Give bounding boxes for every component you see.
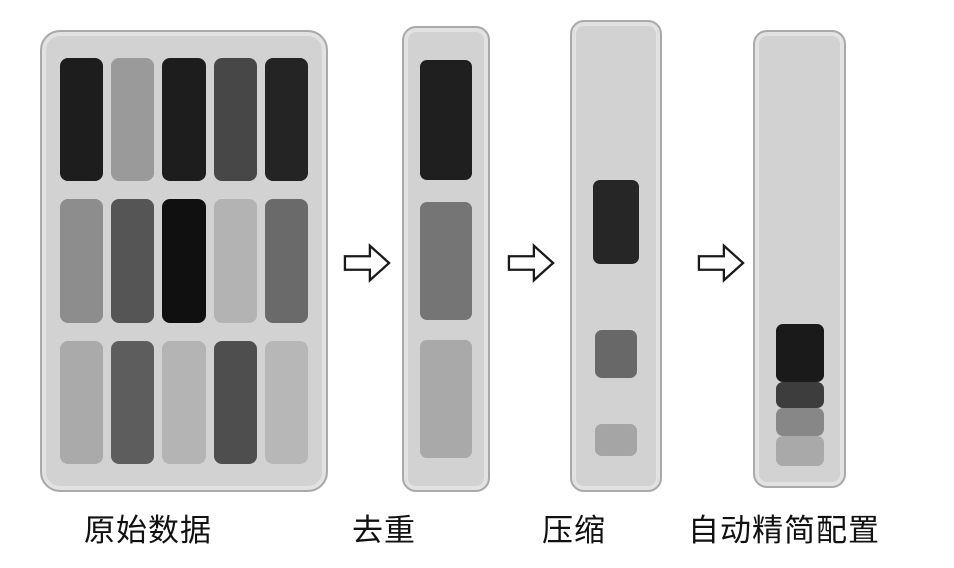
data-block — [420, 202, 472, 320]
data-block — [60, 199, 104, 323]
data-block — [60, 58, 104, 182]
stage-panel-thin-provisioning — [753, 30, 846, 488]
stage-label-original-data: 原始数据 — [84, 513, 212, 548]
stage-blocks-0 — [60, 58, 308, 464]
stage-label-dedup: 去重 — [352, 513, 416, 548]
data-block — [213, 58, 257, 182]
data-block — [420, 60, 472, 180]
data-block — [111, 58, 155, 182]
data-block — [593, 180, 639, 264]
data-block — [420, 340, 472, 458]
data-block — [162, 340, 206, 464]
stage-panel-original-data — [40, 30, 328, 492]
stage-label-compression: 压缩 — [542, 513, 606, 548]
arrow-right-icon — [697, 243, 745, 283]
data-block — [213, 199, 257, 323]
data-block — [111, 340, 155, 464]
arrow-right-icon — [507, 243, 555, 283]
data-block — [264, 199, 308, 323]
stage-blocks-1 — [404, 28, 488, 490]
data-block — [775, 436, 824, 466]
data-block — [162, 199, 206, 323]
stage-panel-compression — [570, 20, 662, 492]
data-block — [213, 340, 257, 464]
data-block — [60, 340, 104, 464]
data-block — [162, 58, 206, 182]
stage-panel-dedup — [402, 26, 490, 492]
data-block — [775, 324, 824, 382]
data-block — [775, 408, 824, 436]
data-block — [775, 382, 824, 408]
data-block — [264, 58, 308, 182]
stage-blocks-2 — [572, 22, 660, 490]
data-block — [595, 330, 637, 378]
stage-blocks-3 — [755, 32, 844, 486]
data-block — [595, 424, 637, 456]
data-block — [264, 340, 308, 464]
stage-label-thin-provisioning: 自动精简配置 — [688, 513, 880, 548]
arrow-right-icon — [343, 243, 391, 283]
data-block — [111, 199, 155, 323]
